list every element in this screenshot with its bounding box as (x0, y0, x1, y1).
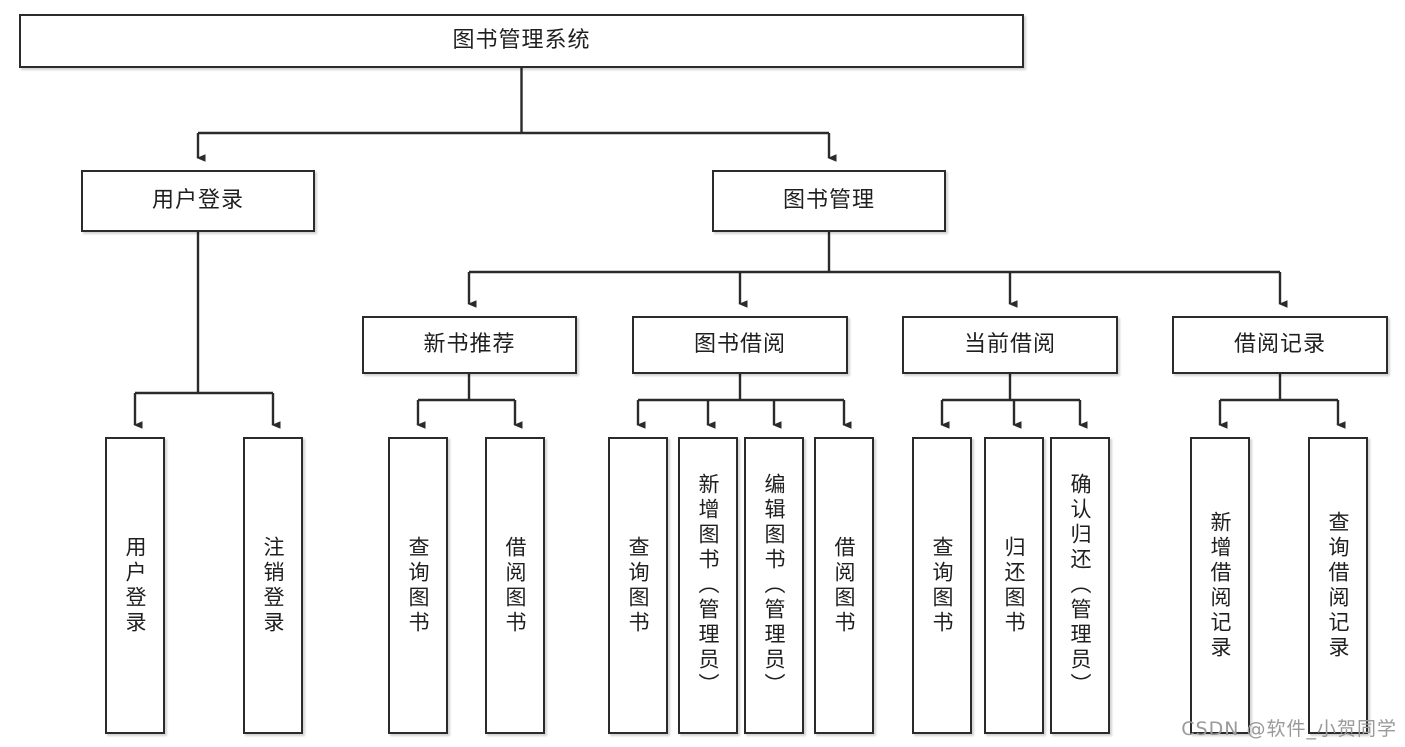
node-user-login-label: 用户登录 (151, 188, 244, 213)
node-leaf-query-book-1-label: 查询图书 (406, 535, 431, 636)
node-leaf-user-login[interactable]: 用户登录 (105, 437, 165, 734)
node-user-login[interactable]: 用户登录 (81, 170, 315, 232)
node-leaf-add-record-label: 新增借阅记录 (1208, 510, 1233, 661)
node-leaf-add-book[interactable]: 新增图书（管理员） (678, 437, 738, 734)
node-book-borrow-label: 图书借阅 (693, 332, 786, 357)
node-leaf-confirm-return[interactable]: 确认归还（管理员） (1050, 437, 1110, 734)
node-leaf-query-book-3-label: 查询图书 (930, 535, 955, 636)
node-leaf-borrow-book-2[interactable]: 借阅图书 (814, 437, 874, 734)
node-leaf-return-book[interactable]: 归还图书 (984, 437, 1044, 734)
node-current-borrow[interactable]: 当前借阅 (902, 316, 1118, 374)
node-book-borrow[interactable]: 图书借阅 (632, 316, 848, 374)
node-leaf-confirm-return-label: 确认归还（管理员） (1068, 473, 1093, 698)
node-root-label: 图书管理系统 (452, 28, 591, 53)
node-borrow-record-label: 借阅记录 (1233, 332, 1326, 357)
node-leaf-add-book-label: 新增图书（管理员） (696, 473, 721, 698)
node-new-book-recommend-label: 新书推荐 (423, 332, 516, 357)
node-leaf-user-login-label: 用户登录 (123, 535, 148, 636)
node-leaf-user-logout[interactable]: 注销登录 (243, 437, 303, 734)
node-leaf-query-record-label: 查询借阅记录 (1326, 510, 1351, 661)
node-leaf-query-book-2[interactable]: 查询图书 (608, 437, 668, 734)
node-leaf-query-book-2-label: 查询图书 (626, 535, 651, 636)
node-leaf-edit-book[interactable]: 编辑图书（管理员） (744, 437, 804, 734)
node-leaf-user-logout-label: 注销登录 (261, 535, 286, 636)
node-leaf-query-record[interactable]: 查询借阅记录 (1308, 437, 1368, 734)
node-borrow-record[interactable]: 借阅记录 (1172, 316, 1388, 374)
node-current-borrow-label: 当前借阅 (963, 332, 1056, 357)
node-book-manage[interactable]: 图书管理 (712, 170, 946, 232)
node-leaf-borrow-book-2-label: 借阅图书 (832, 535, 857, 636)
node-leaf-edit-book-label: 编辑图书（管理员） (762, 473, 787, 698)
node-leaf-return-book-label: 归还图书 (1002, 535, 1027, 636)
node-leaf-borrow-book-1-label: 借阅图书 (503, 535, 528, 636)
node-leaf-query-book-1[interactable]: 查询图书 (388, 437, 448, 734)
node-leaf-query-book-3[interactable]: 查询图书 (912, 437, 972, 734)
node-root[interactable]: 图书管理系统 (19, 14, 1024, 68)
node-book-manage-label: 图书管理 (782, 188, 875, 213)
node-leaf-borrow-book-1[interactable]: 借阅图书 (485, 437, 545, 734)
node-leaf-add-record[interactable]: 新增借阅记录 (1190, 437, 1250, 734)
node-new-book-recommend[interactable]: 新书推荐 (362, 316, 577, 374)
